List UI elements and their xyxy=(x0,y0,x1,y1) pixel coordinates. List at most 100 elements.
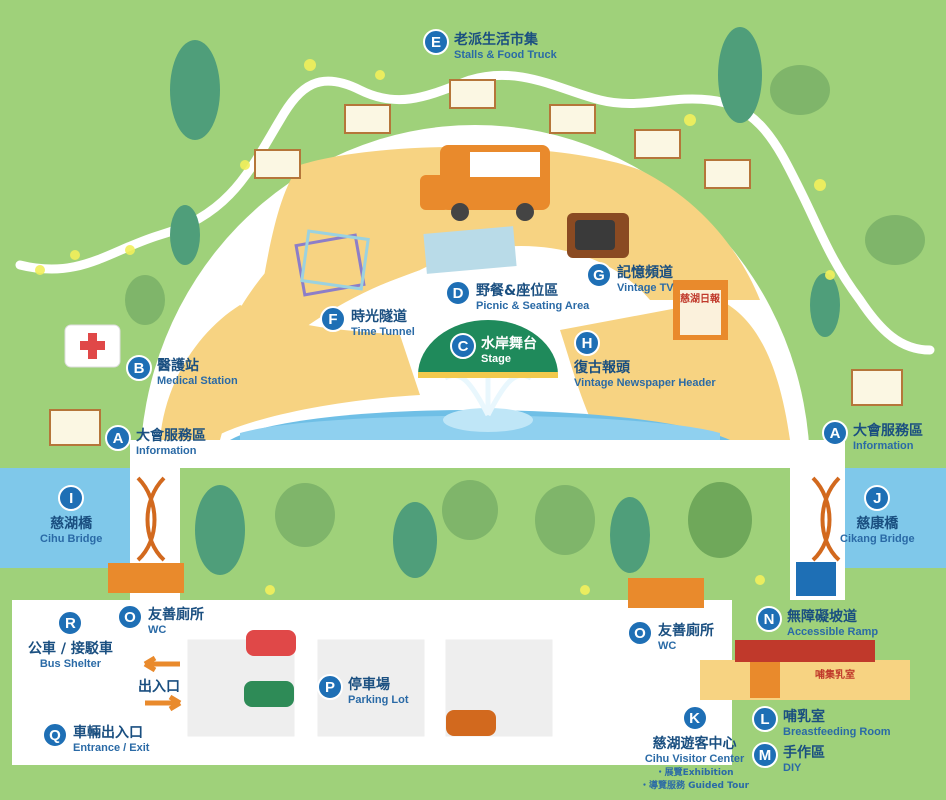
label-E-zh: 老派生活市集 xyxy=(454,32,538,48)
label-G-en: Vintage TV xyxy=(617,282,674,294)
label-E-en: Stalls & Food Truck xyxy=(454,49,557,61)
time-tunnel xyxy=(294,229,370,297)
label-O-left-en: WC xyxy=(148,624,167,636)
label-J-zh: 慈康橋 xyxy=(856,516,899,532)
vintage-tv xyxy=(567,213,629,258)
food-truck xyxy=(420,145,550,221)
label-M-zh: 手作區 xyxy=(783,745,825,761)
label-C-zh: 水岸舞台 xyxy=(481,336,537,352)
badge-M: M xyxy=(752,742,778,768)
label-Q-en: Entrance / Exit xyxy=(73,742,150,754)
cikang-bridge-graphic xyxy=(810,475,842,562)
arrow-right xyxy=(145,694,182,712)
badge-O-right: O xyxy=(627,620,653,646)
label-B-zh: 醫護站 xyxy=(157,358,199,374)
label-P-zh: 停車場 xyxy=(348,677,390,693)
badge-J: J xyxy=(864,485,891,511)
badge-H: H xyxy=(574,330,600,356)
label-K-note1: ・展覽Exhibition xyxy=(655,768,734,778)
label-O-left-zh: 友善廁所 xyxy=(148,607,204,623)
label-F-zh: 時光隧道 xyxy=(351,309,407,325)
badge-C: C xyxy=(450,333,476,359)
toilet-right xyxy=(628,578,704,608)
label-L-en: Breastfeeding Room xyxy=(783,726,891,738)
badge-O-left: O xyxy=(117,604,143,630)
label-H-zh: 復古報頭 xyxy=(574,360,630,376)
arrow-left xyxy=(143,655,180,673)
label-I-en: Cihu Bridge xyxy=(40,533,103,545)
sand-area-lower-left xyxy=(160,305,420,440)
badge-E: E xyxy=(423,29,449,55)
badge-G: G xyxy=(586,262,612,288)
label-I-zh: 慈湖橋 xyxy=(50,516,93,532)
market-path xyxy=(15,70,935,355)
label-P-en: Parking Lot xyxy=(348,694,409,706)
picnic-blanket xyxy=(423,226,517,274)
badge-R: R xyxy=(57,610,84,636)
label-K-note2: ・導覽服務 Guided Tour xyxy=(640,781,750,791)
label-Q-zh: 車輛出入口 xyxy=(73,725,143,741)
badge-B: B xyxy=(126,355,152,381)
car-green xyxy=(244,681,294,707)
badge-Q: Q xyxy=(42,722,68,748)
label-B-en: Medical Station xyxy=(157,375,238,387)
label-K-zh: 慈湖遊客中心 xyxy=(652,736,737,752)
label-N-zh: 無障礙坡道 xyxy=(787,609,857,625)
label-J-en: Cikang Bridge xyxy=(840,533,915,545)
ramp-sign xyxy=(796,562,836,596)
top-trees xyxy=(125,27,925,337)
badge-N: N xyxy=(756,606,782,632)
badge-D: D xyxy=(445,280,471,306)
label-G-zh: 記憶頻道 xyxy=(617,265,673,281)
toilet-left xyxy=(108,563,184,593)
label-A-left-en: Information xyxy=(136,445,197,457)
label-A-right-zh: 大會服務區 xyxy=(853,423,923,439)
cihu-bridge-graphic xyxy=(135,475,167,562)
badge-K: K xyxy=(681,705,708,731)
label-F-en: Time Tunnel xyxy=(351,326,415,338)
badge-A-left: A xyxy=(105,425,131,451)
label-D-zh: 野餐&座位區 xyxy=(476,283,559,299)
market-stalls xyxy=(49,79,903,446)
label-D-en: Picnic & Seating Area xyxy=(476,300,590,312)
visitor-center-building xyxy=(700,640,910,700)
label-C-en: Stage xyxy=(481,353,511,365)
label-A-right-en: Information xyxy=(853,440,914,452)
label-N-en: Accessible Ramp xyxy=(787,626,879,638)
label-O-right-zh: 友善廁所 xyxy=(658,623,714,639)
sand-area-lower-right xyxy=(560,300,790,440)
label-R-zh: 公車 / 接駁車 xyxy=(28,641,113,657)
newspaper-sign: 慈湖日報 xyxy=(680,292,721,305)
car-orange xyxy=(446,710,496,736)
island-trees xyxy=(195,480,752,578)
label-H-en: Vintage Newspaper Header xyxy=(574,377,716,389)
breastfeeding-sign: 哺集乳室 xyxy=(815,668,855,681)
label-M-en: DIY xyxy=(783,762,802,774)
badge-I: I xyxy=(58,485,85,511)
label-L-zh: 哺乳室 xyxy=(783,709,825,725)
badge-F: F xyxy=(320,306,346,332)
medical-kit xyxy=(64,324,121,368)
badge-A-right: A xyxy=(822,420,848,446)
